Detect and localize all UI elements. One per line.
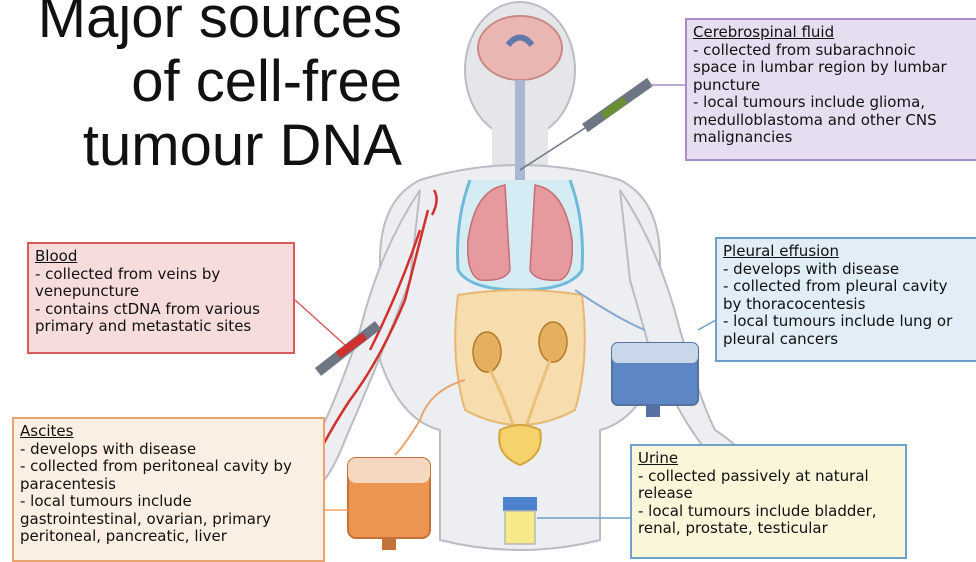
left-kidney: [473, 332, 501, 372]
title-line: Major sources: [0, 0, 402, 50]
title-line: tumour DNA: [0, 114, 402, 178]
urine-container: [503, 497, 537, 544]
blood-line: primary and metastatic sites: [35, 318, 287, 336]
ascites-line: - local tumours include: [20, 493, 317, 511]
ascites-line: gastrointestinal, ovarian, primary: [20, 511, 317, 529]
urine-line: release: [638, 485, 899, 503]
blood-line: - contains ctDNA from various: [35, 301, 287, 319]
ascites-line: peritoneal, pancreatic, liver: [20, 528, 317, 546]
title-line: of cell-free: [0, 50, 402, 114]
csf-title: Cerebrospinal fluid: [693, 24, 976, 42]
figure-title: Major sources of cell-free tumour DNA: [0, 0, 402, 178]
urine-line: renal, prostate, testicular: [638, 520, 899, 538]
urine-info-box: Urine - collected passively at natural r…: [630, 444, 907, 559]
ascites-line: - collected from peritoneal cavity by: [20, 458, 317, 476]
blood-line: - collected from veins by: [35, 266, 287, 284]
pleural-line: by thoracocentesis: [723, 296, 976, 314]
pleural-line: - develops with disease: [723, 261, 976, 279]
csf-line: space in lumbar region by lumbar: [693, 59, 976, 77]
csf-info-box: Cerebrospinal fluid - collected from sub…: [685, 18, 976, 161]
urine-line: - collected passively at natural: [638, 468, 899, 486]
csf-line: puncture: [693, 77, 976, 95]
csf-line: - local tumours include glioma,: [693, 94, 976, 112]
csf-line: medulloblastoma and other CNS: [693, 112, 976, 130]
ascites-line: paracentesis: [20, 476, 317, 494]
pleural-line: - local tumours include lung or: [723, 313, 976, 331]
pleural-line: - collected from pleural cavity: [723, 278, 976, 296]
urine-line: - local tumours include bladder,: [638, 503, 899, 521]
pleural-connector: [698, 320, 716, 330]
pleural-title: Pleural effusion: [723, 243, 976, 261]
blood-connector: [295, 300, 345, 345]
pleural-line: pleural cancers: [723, 331, 976, 349]
brain: [478, 16, 562, 80]
ascites-line: - develops with disease: [20, 441, 317, 459]
ascites-title: Ascites: [20, 423, 317, 441]
right-kidney: [539, 322, 567, 362]
blood-line: venepuncture: [35, 283, 287, 301]
urine-title: Urine: [638, 450, 899, 468]
csf-line: - collected from subarachnoic: [693, 42, 976, 60]
ascites-info-box: Ascites - develops with disease - collec…: [12, 417, 325, 562]
csf-line: malignancies: [693, 129, 976, 147]
pleural-info-box: Pleural effusion - develops with disease…: [715, 237, 976, 362]
blood-title: Blood: [35, 248, 287, 266]
blood-info-box: Blood - collected from veins by venepunc…: [27, 242, 295, 354]
